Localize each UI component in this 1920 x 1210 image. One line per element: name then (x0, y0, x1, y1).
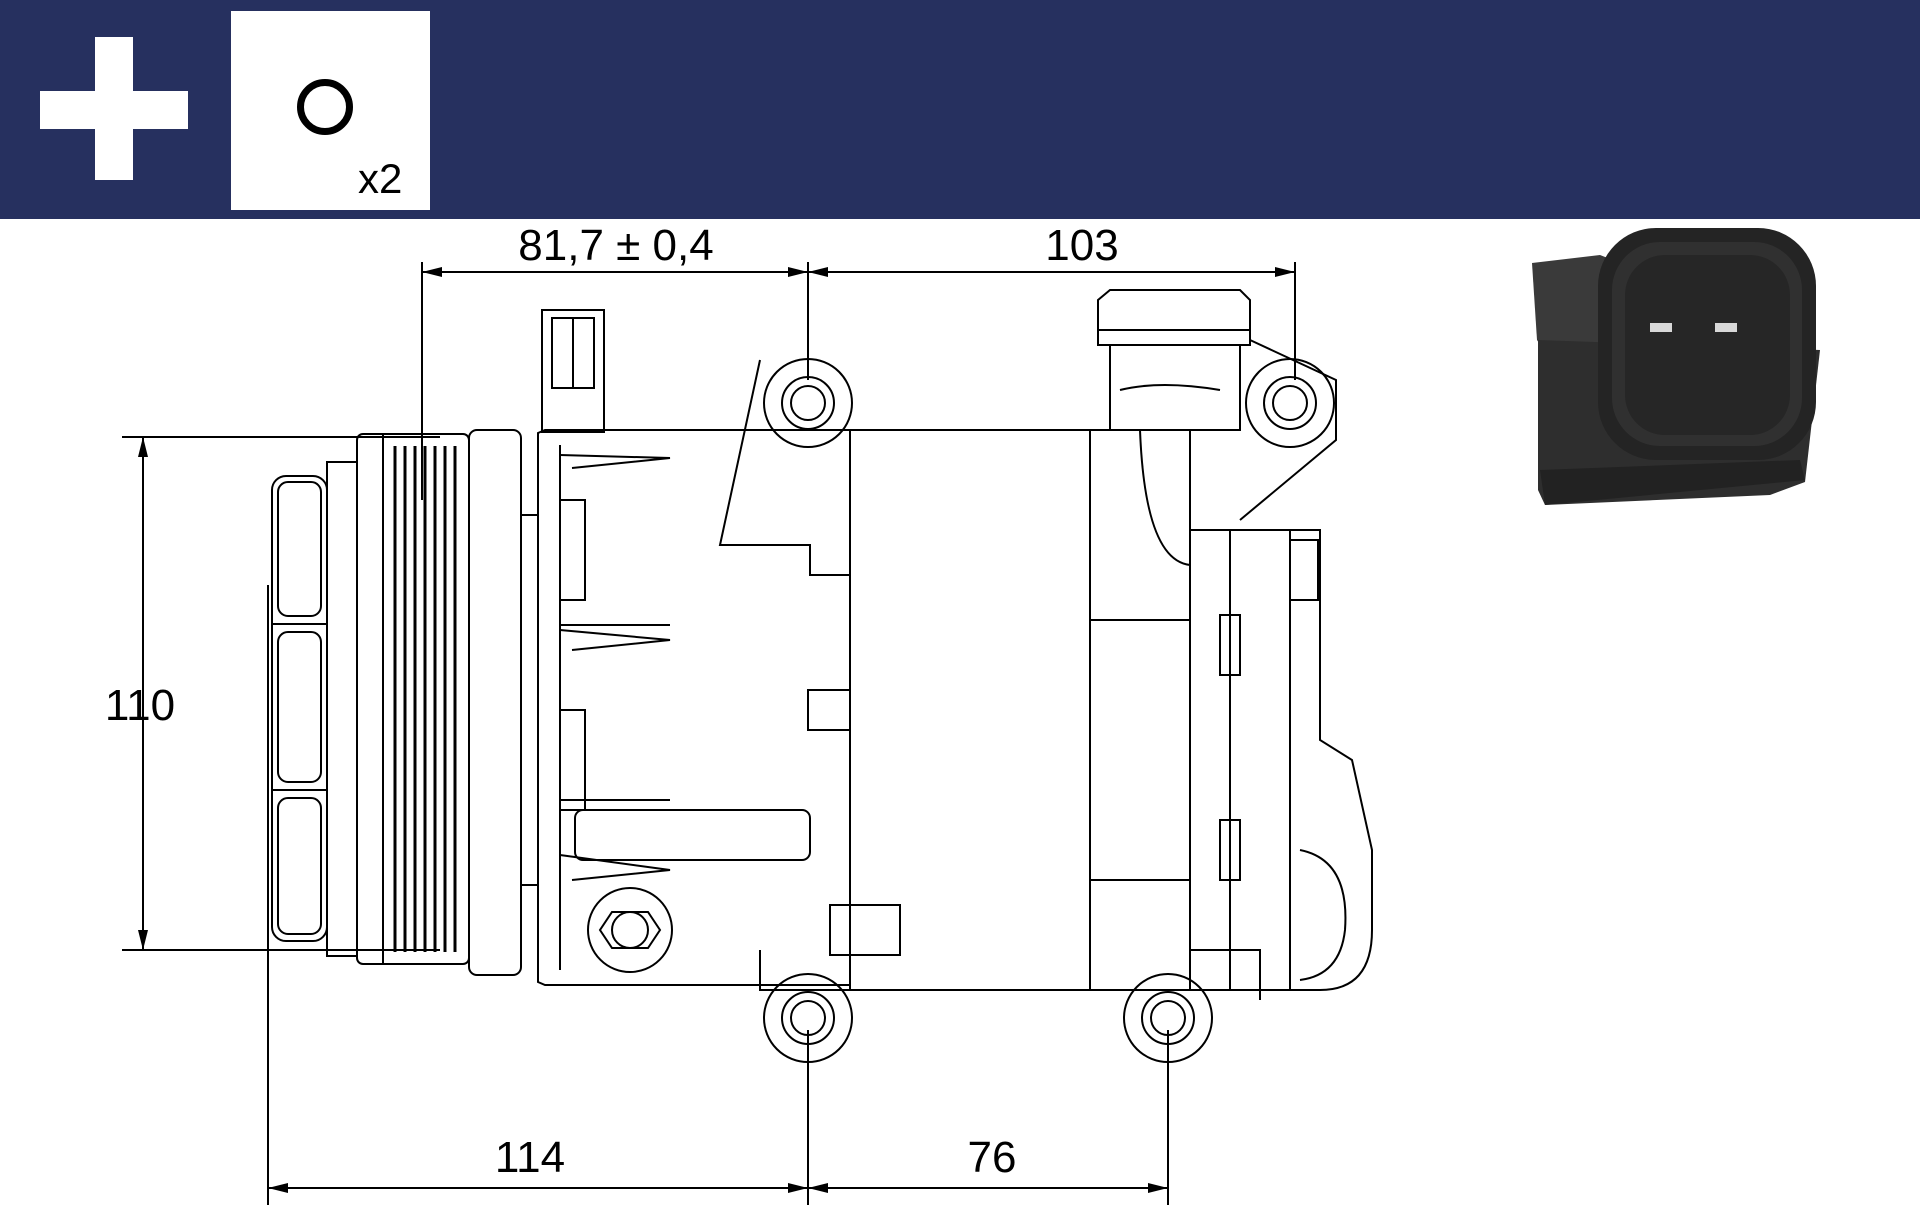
header-bar: x2 (0, 0, 1920, 219)
dim-label-bottom-right: 76 (968, 1133, 1017, 1182)
o-ring-icon (297, 79, 353, 135)
dimension-lines (122, 262, 1296, 1205)
o-ring-panel: x2 (231, 11, 430, 210)
compressor-line-drawing (271, 289, 1373, 1063)
o-ring-quantity: x2 (358, 155, 403, 202)
electrical-connector-photo (1532, 228, 1820, 505)
dim-label-top-left: 81,7 ± 0,4 (518, 221, 713, 270)
dim-label-bottom-left: 114 (495, 1133, 565, 1182)
dim-label-top-right: 103 (1045, 221, 1118, 270)
dim-label-left: 110 (105, 681, 175, 730)
plus-icon (40, 37, 188, 180)
